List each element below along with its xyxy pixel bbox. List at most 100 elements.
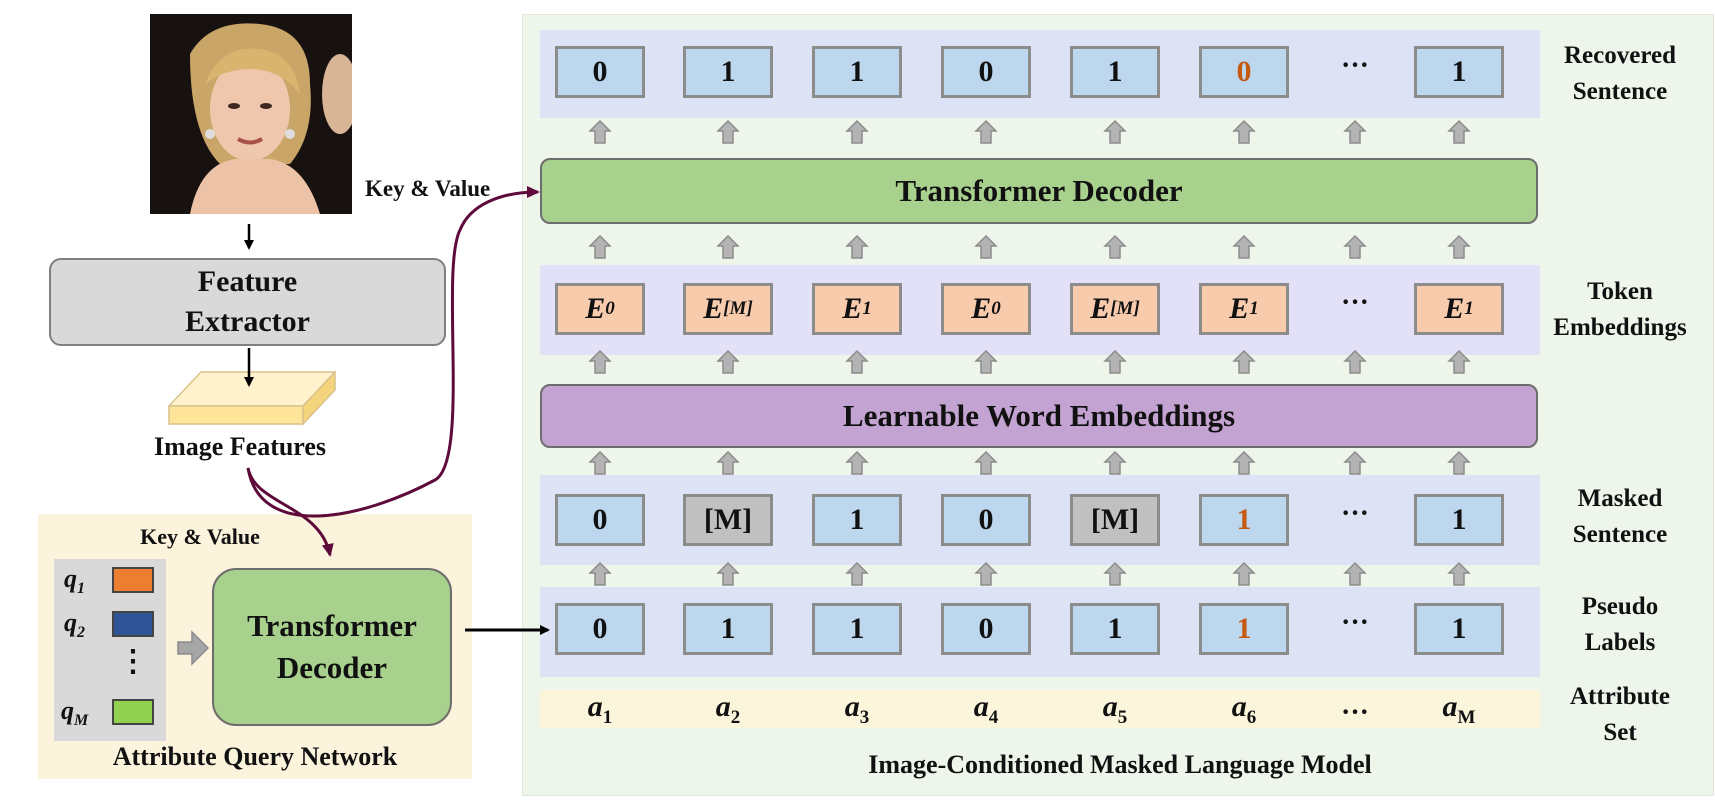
aqn-transformer-decoder: Transformer Decoder [212,568,452,726]
up-arrow-icon [845,234,869,259]
up-arrow-icon [716,234,740,259]
masked-cell: 0 [941,494,1031,546]
mlm-title: Image-Conditioned Masked Language Model [868,750,1372,779]
pseudo-label-cell: 1 [683,603,773,655]
arrow-features-to-decoder [246,186,540,518]
pseudo-label-cell: 1 [1070,603,1160,655]
recovered-cell: 0 [1199,46,1289,98]
up-arrow-icon [1343,450,1367,475]
up-arrow-icon [588,561,612,586]
up-arrow-icon [1232,450,1256,475]
masked-cell: [M] [1070,494,1160,546]
recovered-cell: 0 [555,46,645,98]
query-swatch-1 [112,567,154,593]
up-arrow-icon [1447,119,1471,144]
up-arrow-icon [1447,234,1471,259]
token-symbol: E [842,292,863,325]
up-arrow-icon [1447,349,1471,374]
attribute-item: a6 [1231,690,1257,728]
query-swatch-m [112,699,154,725]
query-label-m: qM [61,696,89,730]
up-arrow-icon [845,450,869,475]
up-arrow-icon [1232,349,1256,374]
attribute-item: a3 [844,690,870,728]
masked-cell: 1 [1414,494,1504,546]
token-symbol: E [703,292,724,325]
portrait-photo-icon [150,14,352,214]
pseudo-label-cell: 1 [812,603,902,655]
attribute-item: aM [1442,690,1476,728]
pseudo-label-cell: 0 [555,603,645,655]
recovered-cell: 1 [812,46,902,98]
up-arrow-icon [716,450,740,475]
token-subscript: 0 [991,298,1001,319]
up-arrow-icon [1103,450,1127,475]
query-label-1: q1 [64,564,85,598]
up-arrow-icon [1447,450,1471,475]
learnable-word-embeddings-bar: Learnable Word Embeddings [540,384,1538,448]
token-symbol: E [971,292,992,325]
token-subscript: 1 [862,298,872,319]
pseudo-label-cell: 1 [1414,603,1504,655]
token-subscript: [M] [723,298,753,319]
ellipsis: ··· [1340,50,1369,81]
attribute-item: a2 [715,690,741,728]
pseudo-label-cell: 1 [1199,603,1289,655]
up-arrow-icon [1103,119,1127,144]
masked-cell: [M] [683,494,773,546]
token-subscript: 1 [1249,298,1259,319]
up-arrow-icon [845,349,869,374]
key-value-label-top: Key & Value [365,176,491,201]
up-arrow-icon [1103,349,1127,374]
recovered-cell: 1 [1070,46,1160,98]
token-symbol: E [1090,292,1111,325]
portrait-photo [150,14,352,214]
up-arrow-icon [845,119,869,144]
attribute-item: a4 [973,690,999,728]
aqn-title: Attribute Query Network [112,742,398,771]
attribute-item: a5 [1102,690,1128,728]
ellipsis: ··· [1340,498,1369,529]
up-arrow-icon [716,349,740,374]
recovered-cell: 1 [683,46,773,98]
ellipsis: ··· [1340,697,1369,728]
up-arrow-icon [1447,561,1471,586]
up-arrow-icon [1232,119,1256,144]
query-label-2: q2 [64,608,85,642]
up-arrow-icon [716,119,740,144]
arrow-features-to-aqn [246,467,334,557]
up-arrow-icon [974,119,998,144]
attribute-item: a1 [587,690,613,728]
up-arrow-icon [588,119,612,144]
up-arrow-icon [1343,561,1367,586]
up-arrow-icon [974,234,998,259]
up-arrow-icon [1343,349,1367,374]
up-arrow-icon [1232,234,1256,259]
up-arrow-icon [1343,234,1367,259]
up-arrow-icon [845,561,869,586]
image-features-label: Image Features [153,432,327,461]
masked-cell: 1 [1199,494,1289,546]
token-symbol: E [585,292,606,325]
up-arrow-icon [1103,561,1127,586]
token-subscript: 0 [605,298,615,319]
masked-cell: 1 [812,494,902,546]
feature-extractor-box: Feature Extractor [49,258,446,346]
token-symbol: E [1444,292,1465,325]
up-arrow-icon [974,349,998,374]
up-arrow-icon [588,450,612,475]
recovered-cell: 1 [1414,46,1504,98]
token-subscript: 1 [1464,298,1474,319]
query-swatch-2 [112,611,154,637]
token-symbol: E [1229,292,1250,325]
